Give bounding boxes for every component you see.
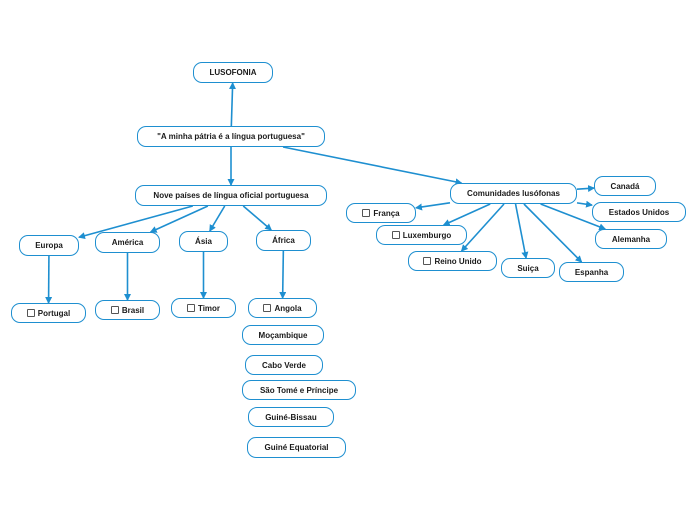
node-label: Timor: [197, 303, 221, 313]
node-label: Angola: [274, 303, 302, 313]
node-sao-tome[interactable]: São Tomé e Príncipe: [242, 380, 356, 400]
node-mocambique[interactable]: Moçambique: [242, 325, 324, 345]
node-america[interactable]: América: [95, 232, 160, 253]
edge-comunidades-to-luxemburgo: [442, 203, 491, 226]
node-label: Reino Unido: [434, 256, 482, 266]
node-label: Nove países de língua oficial portuguesa: [153, 191, 309, 200]
node-espanha[interactable]: Espanha: [559, 262, 624, 282]
edge-nove_paises-to-europa: [78, 205, 193, 240]
edge-nove_paises-to-africa: [242, 205, 273, 231]
node-cabo-verde[interactable]: Cabo Verde: [245, 355, 323, 375]
edge-comunidades-to-alemanha: [540, 203, 607, 231]
checkbox-icon[interactable]: [110, 306, 119, 314]
node-label: Portugal: [37, 308, 71, 318]
node-label: Luxemburgo: [402, 230, 452, 240]
node-portugal[interactable]: Portugal: [11, 303, 86, 323]
checkbox-icon[interactable]: [26, 309, 35, 317]
node-label: Canadá: [610, 181, 640, 191]
node-label: França: [373, 208, 400, 218]
node-africa[interactable]: África: [256, 230, 311, 251]
node-guine-bissau[interactable]: Guiné-Bissau: [248, 407, 334, 427]
node-lusofonia[interactable]: LUSOFONIA: [193, 62, 273, 83]
node-canada[interactable]: Canadá: [594, 176, 656, 196]
node-suica[interactable]: Suiça: [501, 258, 555, 278]
node-label: Estados Unidos: [608, 207, 670, 217]
checkbox-icon[interactable]: [263, 304, 272, 312]
node-label: LUSOFONIA: [209, 68, 257, 77]
edge-nove_paises-to-asia: [209, 205, 226, 232]
node-label: São Tomé e Príncipe: [259, 385, 339, 395]
node-label: Guiné-Bissau: [265, 412, 317, 422]
node-label: "A minha pátria é a língua portuguesa": [157, 132, 305, 141]
node-guine-equatorial[interactable]: Guiné Equatorial: [247, 437, 346, 458]
node-label: Cabo Verde: [261, 360, 306, 370]
edge-nove_paises-to-america: [149, 205, 209, 233]
edge-comunidades-to-suica: [514, 203, 529, 259]
node-brasil[interactable]: Brasil: [95, 300, 160, 320]
node-timor[interactable]: Timor: [171, 298, 236, 318]
node-label: Comunidades lusófonas: [467, 189, 560, 198]
node-label: Guiné Equatorial: [264, 443, 329, 452]
node-label: Ásia: [195, 237, 212, 246]
checkbox-icon[interactable]: [362, 209, 371, 217]
node-angola[interactable]: Angola: [248, 298, 317, 318]
edge-patria-to-lusofonia: [228, 82, 236, 127]
node-estados-unidos[interactable]: Estados Unidos: [592, 202, 686, 222]
node-label: Suiça: [517, 263, 539, 273]
edge-comunidades-to-canada: [576, 184, 595, 192]
node-label: Espanha: [574, 267, 609, 277]
edge-patria-to-comunidades: [282, 146, 463, 186]
node-label: Moçambique: [258, 330, 308, 340]
node-europa[interactable]: Europa: [19, 235, 79, 256]
node-label: Europa: [35, 241, 63, 250]
node-asia[interactable]: Ásia: [179, 231, 228, 252]
checkbox-icon[interactable]: [391, 231, 400, 239]
node-nove-paises[interactable]: Nove países de língua oficial portuguesa: [135, 185, 327, 206]
node-alemanha[interactable]: Alemanha: [595, 229, 667, 249]
edge-comunidades-to-franca: [415, 202, 451, 211]
edge-comunidades-to-reino_unido: [460, 203, 505, 252]
node-patria[interactable]: "A minha pátria é a língua portuguesa": [137, 126, 325, 147]
node-label: Alemanha: [611, 234, 651, 244]
edge-africa-to-angola: [279, 250, 287, 299]
node-reino-unido[interactable]: Reino Unido: [408, 251, 497, 271]
node-label: América: [111, 238, 144, 247]
checkbox-icon[interactable]: [423, 257, 432, 265]
node-franca[interactable]: França: [346, 203, 416, 223]
node-luxemburgo[interactable]: Luxemburgo: [376, 225, 467, 245]
edge-comunidades-to-espanha: [523, 203, 583, 263]
node-label: África: [272, 236, 295, 245]
edge-comunidades-to-estados_unidos: [576, 200, 593, 208]
node-comunidades[interactable]: Comunidades lusófonas: [450, 183, 577, 204]
checkbox-icon[interactable]: [186, 304, 195, 312]
node-label: Brasil: [121, 305, 145, 315]
